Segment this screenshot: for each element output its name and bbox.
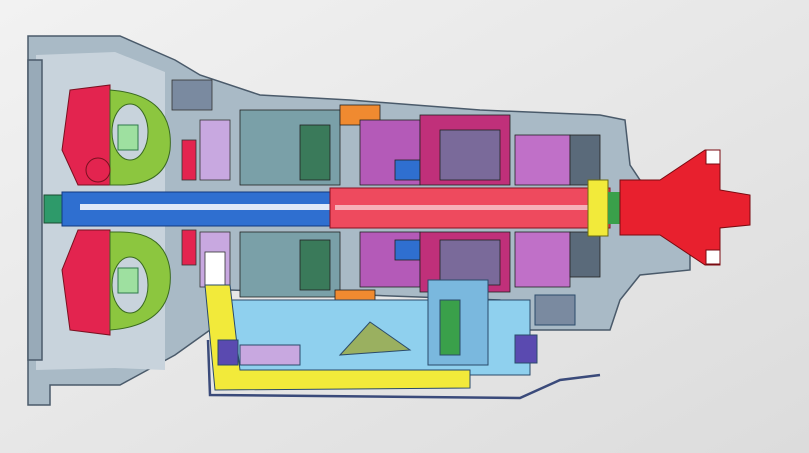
solenoid-left bbox=[217, 339, 239, 366]
gearset-1 bbox=[299, 124, 331, 181]
flange-cap-bottom bbox=[705, 249, 721, 265]
valve-lavender bbox=[239, 344, 301, 366]
gearset-1-lower bbox=[299, 239, 331, 291]
converter-red-lower bbox=[61, 229, 111, 336]
sun-gear-blue-lower bbox=[394, 239, 421, 261]
valve-gray bbox=[534, 294, 576, 326]
planetary-2-lower bbox=[439, 239, 501, 286]
rear-support-lower bbox=[569, 231, 601, 278]
torque-converter bbox=[43, 84, 171, 336]
shafts bbox=[61, 179, 622, 237]
converter-hub bbox=[43, 194, 65, 224]
valve-body bbox=[204, 279, 601, 400]
yellow-filter bbox=[204, 284, 471, 391]
solenoid-right bbox=[514, 334, 538, 364]
stator-lower bbox=[117, 267, 139, 294]
output-yoke bbox=[619, 149, 751, 266]
valve-spring bbox=[439, 299, 461, 356]
housing-left-wall bbox=[27, 59, 43, 361]
oil-pan bbox=[206, 339, 601, 400]
clutch-pack bbox=[514, 134, 571, 186]
pump-red-upper bbox=[181, 139, 197, 181]
input-shaft-highlight bbox=[80, 204, 330, 210]
valve-green-plate bbox=[338, 321, 412, 356]
planetary-2 bbox=[439, 129, 501, 181]
flange-cap-top bbox=[705, 149, 721, 165]
output-flange bbox=[619, 149, 751, 266]
stator-upper bbox=[117, 124, 139, 151]
pump-white bbox=[204, 251, 226, 288]
pump-cover bbox=[171, 79, 213, 111]
output-shaft-highlight bbox=[335, 205, 605, 210]
green-seal bbox=[608, 192, 622, 224]
pump-lavender bbox=[199, 119, 231, 181]
lockup-circle bbox=[85, 157, 111, 183]
yellow-block bbox=[310, 372, 355, 387]
pump-section bbox=[171, 79, 231, 288]
clutch-pack-lower bbox=[514, 231, 571, 288]
sun-gear-blue bbox=[394, 159, 421, 181]
yellow-bearing bbox=[587, 179, 609, 237]
rear-support bbox=[569, 134, 601, 186]
gear-train bbox=[239, 104, 601, 306]
pump-red-lower bbox=[181, 229, 197, 266]
